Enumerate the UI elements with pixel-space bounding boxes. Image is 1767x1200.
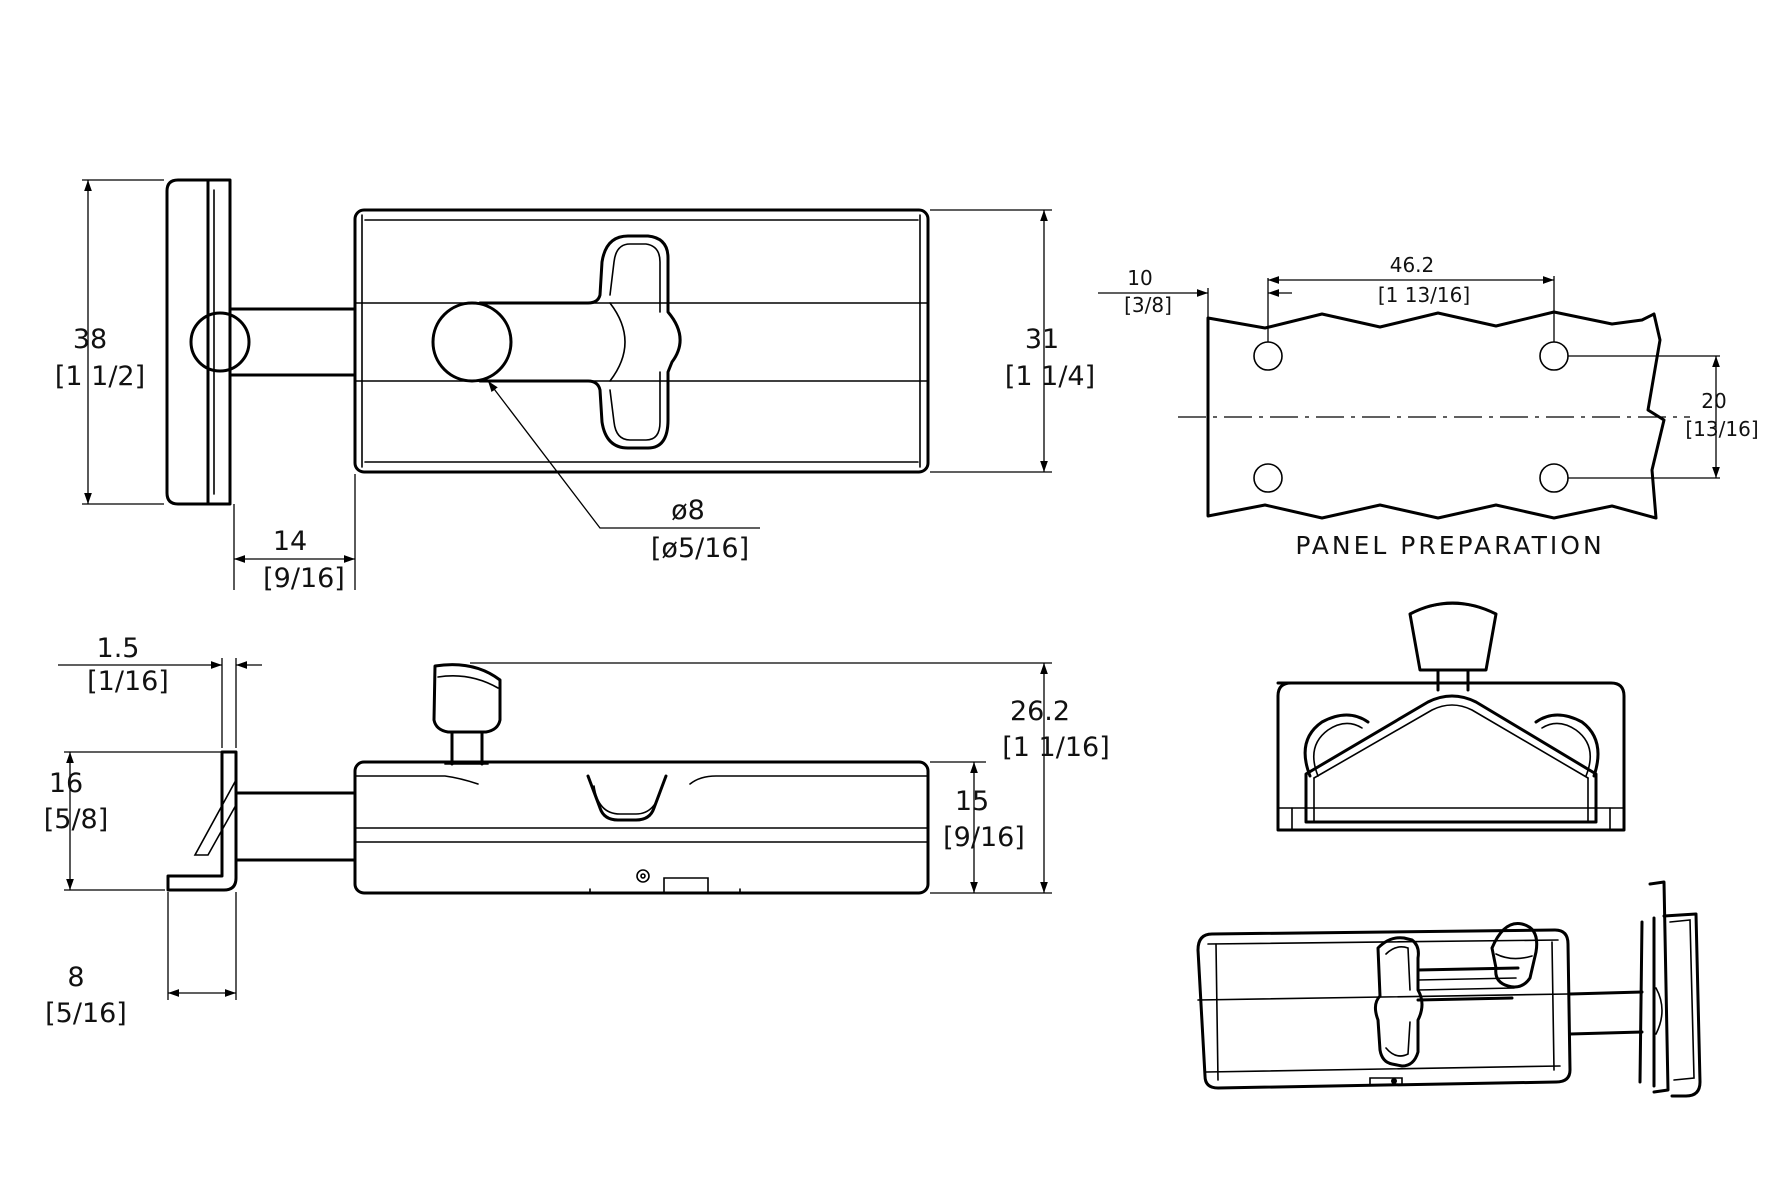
dim-46-2-mm: 46.2: [1390, 253, 1435, 277]
dim-bracket-height: 16 [5/8]: [44, 751, 222, 891]
dim-10-mm: 10: [1127, 266, 1152, 290]
mounting-hole: [1539, 463, 1569, 493]
angle-bracket: [166, 750, 238, 892]
dim-8-foot-mm: 8: [67, 962, 84, 993]
dim-1-5-mm: 1.5: [97, 633, 140, 664]
dim-bracket-foot: 8 [5/16]: [45, 892, 237, 1029]
dim-knob-diameter: ø8 [ø5/16]: [487, 380, 760, 564]
mounting-hole: [1253, 341, 1283, 371]
dim-8-inch: [ø5/16]: [651, 533, 749, 564]
dim-26-2-inch: [1 1/16]: [1002, 732, 1109, 763]
dim-14-inch: [9/16]: [263, 563, 345, 594]
isometric-view: [1196, 880, 1702, 1098]
dim-26-2-mm: 26.2: [1010, 696, 1070, 727]
front-view: 38 [1 1/2] 31 [1 1/4] 14 [9/16] ø8 [ø5/1…: [55, 178, 1095, 594]
dim-38-inch: [1 1/2]: [55, 361, 145, 392]
dim-20-inch: [13/16]: [1685, 417, 1758, 441]
bolt-slot: [478, 234, 682, 450]
side-view: 1.5 [1/16] 16 [5/8] 8 [5/16] 26.2 [1 1/1…: [44, 633, 1110, 1029]
panel-outline: [1206, 310, 1666, 520]
dim-38-mm: 38: [73, 324, 107, 355]
bolt-housing: [353, 208, 930, 474]
dim-hole-spacing-x: 46.2 [1 13/16]: [1268, 253, 1555, 342]
dim-16-mm: 16: [49, 768, 83, 799]
dim-plate-thickness: 1.5 [1/16]: [58, 633, 262, 748]
dim-height-total: 38 [1 1/2]: [55, 179, 164, 505]
mounting-hole: [1539, 341, 1569, 371]
bolt-rod: [189, 307, 357, 377]
dim-1-5-inch: [1/16]: [87, 666, 169, 697]
dim-edge-offset: 10 [3/8]: [1098, 266, 1292, 342]
bolt-knob: [431, 301, 513, 383]
dim-20-mm: 20: [1701, 389, 1726, 413]
end-view: [1276, 601, 1626, 832]
dim-body-height: 31 [1 1/4]: [930, 209, 1095, 473]
mounting-hole: [1253, 463, 1283, 493]
side-housing: [353, 760, 930, 895]
dim-8-foot-inch: [5/16]: [45, 998, 127, 1029]
dim-15-mm: 15: [955, 786, 989, 817]
dim-15-inch: [9/16]: [943, 822, 1025, 853]
dim-31-inch: [1 1/4]: [1005, 361, 1095, 392]
dim-overall-depth: 26.2 [1 1/16]: [470, 662, 1110, 894]
dim-8-mm: ø8: [671, 495, 705, 526]
dim-46-2-inch: [1 13/16]: [1378, 283, 1470, 307]
panel-caption: PANEL PREPARATION: [1295, 531, 1604, 560]
dim-14-mm: 14: [273, 526, 307, 557]
panel-preparation-view: 10 [3/8] 46.2 [1 13/16] 20 [13/16] PANEL…: [1098, 253, 1759, 560]
dim-10-inch: [3/8]: [1124, 293, 1172, 317]
dim-31-mm: 31: [1025, 324, 1059, 355]
side-bolt-rod: [234, 791, 357, 862]
dim-bolt-offset: 14 [9/16]: [233, 474, 356, 594]
keeper-plate: [165, 178, 232, 506]
side-knob: [432, 663, 502, 766]
dim-body-depth: 15 [9/16]: [930, 761, 1025, 893]
dim-hole-spacing-y: 20 [13/16]: [1568, 355, 1759, 479]
dim-16-inch: [5/8]: [44, 804, 109, 835]
